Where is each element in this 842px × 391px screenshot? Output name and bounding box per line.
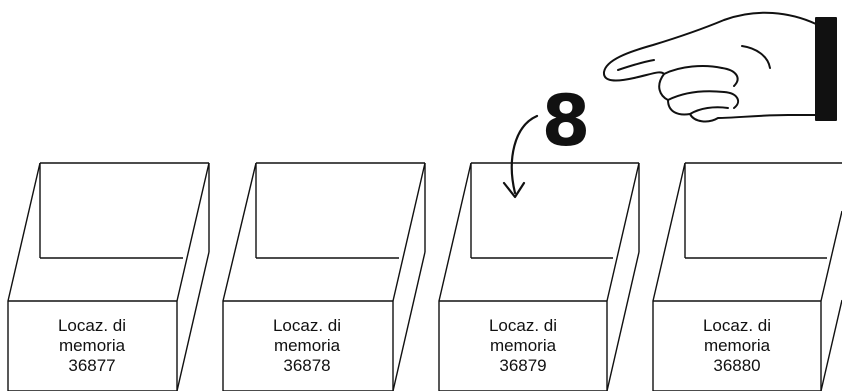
box-label-line1: Locaz. di: [58, 316, 126, 335]
stored-digit: 8: [542, 80, 591, 162]
box-label-line1: Locaz. di: [703, 316, 771, 335]
pointing-hand-icon: [604, 13, 836, 122]
box-label-line2: memoria: [490, 336, 557, 355]
box-label-line1: Locaz. di: [273, 316, 341, 335]
curved-arrow-icon: [504, 116, 537, 197]
box-address: 36879: [499, 356, 546, 375]
box-label-line1: Locaz. di: [489, 316, 557, 335]
box-address: 36878: [283, 356, 330, 375]
box-label-line2: memoria: [274, 336, 341, 355]
box-address: 36877: [68, 356, 115, 375]
box-address: 36880: [713, 356, 760, 375]
box-label-line2: memoria: [704, 336, 771, 355]
box-label-line2: memoria: [59, 336, 126, 355]
